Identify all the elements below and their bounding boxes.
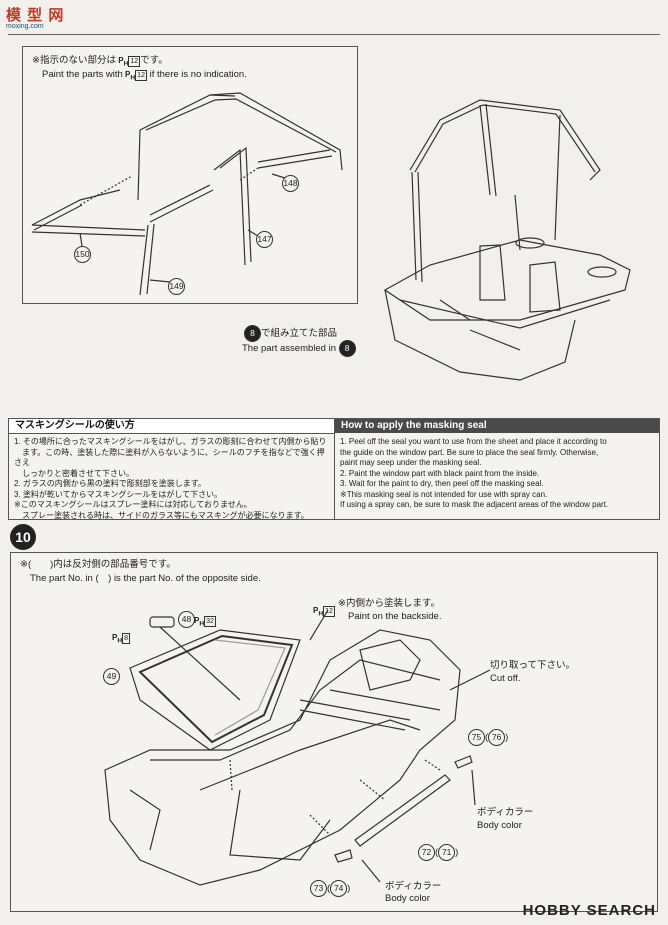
part-74-label: 74 bbox=[330, 880, 348, 897]
inside-paint-jp: ※内側から塗装します。 bbox=[338, 598, 441, 609]
assembled-jp-text: で組み立てた部品 bbox=[261, 328, 338, 339]
part-73-label: 73 bbox=[310, 880, 327, 897]
hobby-search-watermark: HOBBY SEARCH bbox=[522, 902, 656, 919]
step-10-badge: 10 bbox=[10, 524, 36, 550]
part-75-label: 75 bbox=[468, 729, 485, 746]
masking-jp-panel bbox=[8, 418, 335, 520]
ph12-mark: PH bbox=[313, 606, 324, 618]
body-color-jp-right: ボディカラー bbox=[477, 807, 534, 818]
part-148: 148 bbox=[282, 173, 299, 192]
part-75-76: 75(76) bbox=[468, 727, 508, 746]
opp-side-jp: ※( )内は反対側の部品番号です。 bbox=[20, 559, 176, 570]
part-48: 48 bbox=[178, 609, 195, 628]
masking-jp-title: マスキングシールの使い方 bbox=[9, 419, 334, 434]
part-147-label: 147 bbox=[256, 231, 273, 248]
part-76-label: 76 bbox=[488, 729, 506, 746]
part-49: 49 bbox=[103, 666, 120, 685]
paren-open: ( bbox=[435, 847, 439, 858]
masking-en-line: If using a spray can, be sure to mask th… bbox=[340, 500, 609, 509]
part-72-71: 72(71) bbox=[418, 842, 458, 861]
ph8-box: 8 bbox=[122, 633, 131, 644]
part-48-label: 48 bbox=[178, 611, 195, 628]
part-73-74: 73(74) bbox=[310, 878, 350, 897]
body-color-en-right: Body color bbox=[477, 820, 522, 831]
masking-en-line: 1. Peel off the seal you want to use fro… bbox=[340, 437, 607, 446]
cut-off-en: Cut off. bbox=[490, 673, 521, 684]
masking-jp-line: ます。この時、塗装した際に塗料が入らないように、シールのフチを指などで強く押さえ bbox=[14, 447, 325, 468]
masking-jp-list: 1. その場所に合ったマスキングシールをはがし、ガラスの彫刻に合わせて内側から貼… bbox=[14, 437, 332, 521]
note-jp-text: ※指示のない部分は bbox=[32, 55, 116, 66]
part-149: 149 bbox=[168, 276, 185, 295]
note-jp-tail: です。 bbox=[140, 55, 168, 66]
ph-mark-en: PH bbox=[122, 70, 136, 82]
masking-jp-line: スプレー塗装される時は、サイドのガラス等にもマスキングが必要になります。 bbox=[14, 510, 309, 520]
paren-close: ) bbox=[505, 732, 509, 743]
assembled-en-text: The part assembled in bbox=[242, 343, 336, 354]
inside-paint-en: Paint on the backside. bbox=[348, 611, 442, 622]
ph8-mark: PH bbox=[112, 633, 123, 645]
top-rule bbox=[8, 34, 660, 35]
masking-jp-line: しっかりと密着させて下さい。 bbox=[14, 468, 134, 478]
part-71-label: 71 bbox=[438, 844, 456, 861]
masking-en-title: How to apply the masking seal bbox=[335, 419, 659, 433]
body-color-en-bottom: Body color bbox=[385, 893, 430, 904]
paint-ref-box: 12 bbox=[128, 56, 141, 67]
masking-jp-line: 1. その場所に合ったマスキングシールをはがし、ガラスの彫刻に合わせて内側から貼… bbox=[14, 437, 327, 446]
masking-en-list: 1. Peel off the seal you want to use fro… bbox=[340, 437, 658, 511]
ph-mark: PH bbox=[115, 56, 129, 68]
assembled-step-badge: 8 bbox=[244, 325, 261, 342]
paint-ref-box-en: 12 bbox=[135, 70, 147, 81]
paren-close: ) bbox=[455, 847, 459, 858]
part-147: 147 bbox=[256, 229, 273, 248]
part-149-label: 149 bbox=[168, 278, 185, 295]
site-logo-sub: moxing.com bbox=[6, 23, 44, 30]
ph12-box: 12 bbox=[323, 606, 335, 617]
part-49-label: 49 bbox=[103, 668, 120, 685]
paren-open: ( bbox=[327, 883, 331, 894]
site-logo-chars: 模 型 网 bbox=[6, 7, 65, 24]
masking-jp-line: 2. ガラスの内側から黒の塗料で彫刻部を塗装します。 bbox=[14, 479, 206, 488]
ph32-box: 32 bbox=[204, 616, 216, 627]
site-logo: 模 型 网 moxing.com bbox=[6, 4, 76, 30]
note-en-text: Paint the parts with bbox=[42, 69, 123, 80]
masking-en-line: 2. Paint the window part with black pain… bbox=[340, 468, 540, 478]
masking-en-line: the guide on the window part. Be sure to… bbox=[340, 447, 599, 457]
paren-open: ( bbox=[485, 732, 489, 743]
cut-off-jp: 切り取って下さい。 bbox=[490, 660, 576, 671]
ph32-mark: PH bbox=[194, 616, 205, 628]
body-color-jp-bottom: ボディカラー bbox=[385, 881, 442, 892]
assembled-en: The part assembled in 8 bbox=[242, 340, 356, 357]
masking-jp-line: 3. 塗料が乾いてからマスキングシールをはがして下さい。 bbox=[14, 489, 223, 499]
masking-en-line: ※This masking seal is not intended for u… bbox=[340, 489, 548, 499]
part-150-label: 150 bbox=[74, 246, 91, 263]
part-72-label: 72 bbox=[418, 844, 435, 861]
paren-close: ) bbox=[347, 883, 351, 894]
assembled-step-badge-en: 8 bbox=[338, 340, 356, 357]
masking-jp-line: ※このマスキングシールはスプレー塗料には対応しておりません。 bbox=[14, 500, 252, 509]
masking-en-panel bbox=[334, 418, 660, 520]
opp-side-en: The part No. in ( ) is the part No. of t… bbox=[30, 573, 261, 584]
part-150: 150 bbox=[74, 244, 91, 263]
masking-en-line: 3. Wait for the paint to dry, then peel … bbox=[340, 479, 544, 488]
masking-en-line: paint may seep under the masking seal. bbox=[340, 458, 482, 467]
part-148-label: 148 bbox=[282, 175, 299, 192]
note-en-tail: if there is no indication. bbox=[149, 69, 247, 80]
